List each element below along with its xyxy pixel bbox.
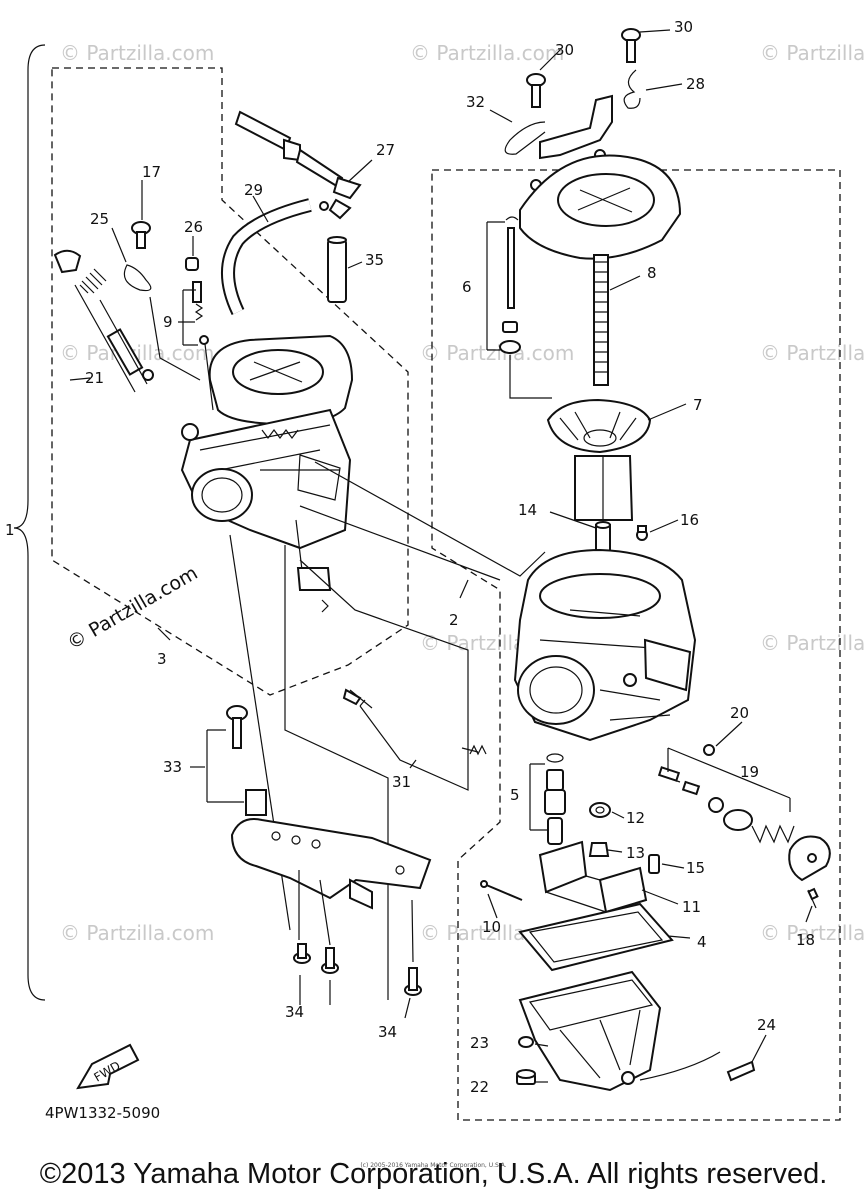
part-9-set bbox=[182, 281, 214, 411]
callout-7: 7 bbox=[693, 396, 703, 414]
callout-17: 17 bbox=[142, 163, 161, 181]
callout-18: 18 bbox=[796, 931, 815, 949]
callout-28: 28 bbox=[686, 75, 705, 93]
callout-5: 5 bbox=[510, 786, 520, 804]
watermark: © Partzilla.com bbox=[410, 41, 564, 65]
callout-1: 1 bbox=[5, 521, 15, 539]
watermarks: © Partzilla.com © Partzilla.com © Partzi… bbox=[60, 41, 867, 945]
part-26-cap bbox=[185, 257, 199, 271]
callout-3: 3 bbox=[157, 650, 167, 668]
callout-33: 33 bbox=[163, 758, 182, 776]
callout-34: 34 bbox=[285, 1003, 304, 1021]
watermark: © Partzilla.com bbox=[760, 41, 867, 65]
callout-30: 30 bbox=[674, 18, 693, 36]
callout-15: 15 bbox=[686, 859, 705, 877]
diagram-code: 4PW1332-5090 bbox=[45, 1104, 160, 1122]
callout-27: 27 bbox=[376, 141, 395, 159]
callout-10: 10 bbox=[482, 918, 501, 936]
assembly-brace bbox=[13, 44, 46, 1001]
callout-32: 32 bbox=[466, 93, 485, 111]
callout-2: 2 bbox=[449, 611, 459, 629]
callout-31: 31 bbox=[392, 773, 411, 791]
callout-13: 13 bbox=[626, 844, 645, 862]
callout-9: 9 bbox=[163, 313, 173, 331]
callout-21: 21 bbox=[85, 369, 104, 387]
callout-34-second: 34 bbox=[378, 1023, 397, 1041]
part-27-pipe bbox=[234, 110, 362, 220]
leader-25 bbox=[149, 296, 201, 381]
callout-8: 8 bbox=[647, 264, 657, 282]
callout-6: 6 bbox=[462, 278, 472, 296]
carburetor-exploded-diagram: © Partzilla.com © Partzilla.com © Partzi… bbox=[5, 18, 867, 1122]
callout-4: 4 bbox=[697, 933, 707, 951]
watermark: © Partzilla.com bbox=[760, 631, 867, 655]
callout-29: 29 bbox=[244, 181, 263, 199]
right-carburetor bbox=[480, 28, 831, 1092]
left-carb-group-outline bbox=[51, 67, 409, 696]
part-34-bracket bbox=[230, 818, 432, 996]
watermark: © Partzilla.com bbox=[60, 41, 214, 65]
callout-20: 20 bbox=[730, 704, 749, 722]
callout-35: 35 bbox=[365, 251, 384, 269]
callout-12: 12 bbox=[626, 809, 645, 827]
copyright-notice: ©2013 Yamaha Motor Corporation, U.S.A. A… bbox=[39, 1158, 828, 1190]
part-21-screw-set bbox=[53, 249, 154, 393]
callout-30-second: 30 bbox=[555, 41, 574, 59]
callout-22: 22 bbox=[470, 1078, 489, 1096]
right-carb-group-outline bbox=[431, 169, 841, 1121]
callout-14: 14 bbox=[518, 501, 537, 519]
callout-25: 25 bbox=[90, 210, 109, 228]
part-33-screw-set bbox=[206, 705, 267, 816]
part-25-clip bbox=[123, 264, 152, 292]
tiny-copyright-note: (c) 2005-2016 Yamaha Motor Corporation, … bbox=[360, 1162, 507, 1169]
watermark: © Partzilla.com bbox=[420, 341, 574, 365]
callout-26: 26 bbox=[184, 218, 203, 236]
callout-19: 19 bbox=[740, 763, 759, 781]
fwd-arrow: FWD bbox=[76, 1043, 140, 1090]
part-17-screw bbox=[131, 221, 151, 249]
callout-24: 24 bbox=[757, 1016, 776, 1034]
callout-11: 11 bbox=[682, 898, 701, 916]
left-carburetor bbox=[180, 334, 354, 613]
callout-leaders bbox=[69, 29, 813, 1063]
callout-23: 23 bbox=[470, 1034, 489, 1052]
watermark: © Partzilla.com bbox=[760, 341, 867, 365]
callout-16: 16 bbox=[680, 511, 699, 529]
linkage-leaders bbox=[229, 461, 546, 1000]
part-35-tube bbox=[327, 236, 347, 303]
watermark: © Partzilla.com bbox=[760, 921, 867, 945]
callout-labels: 1 2 3 4 5 6 7 8 9 10 11 12 13 14 15 16 1… bbox=[5, 18, 815, 1096]
watermark: © Partzilla.com bbox=[60, 921, 214, 945]
